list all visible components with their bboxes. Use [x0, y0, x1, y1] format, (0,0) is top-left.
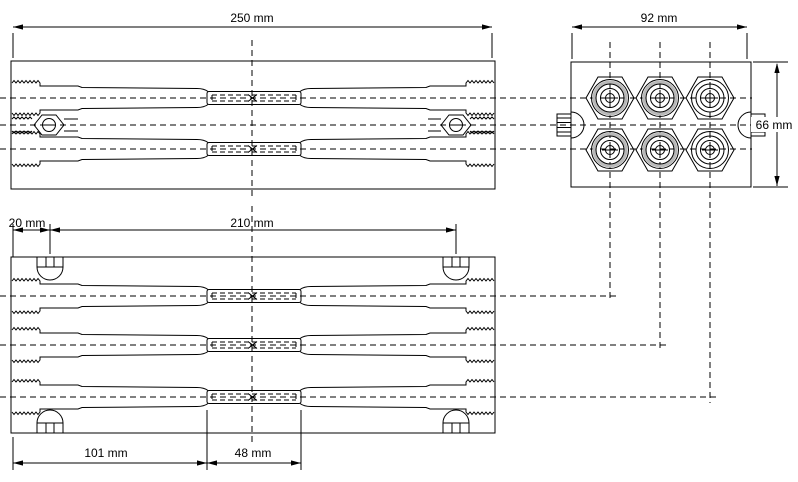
arrow-left-icon — [207, 460, 217, 466]
dimension-bolt-offset-and-spacing: 20 mm 210 mm — [9, 216, 457, 257]
arrow-right-icon — [40, 227, 50, 233]
arrow-left-icon — [13, 227, 23, 233]
dimension-total-length: 250 mm — [12, 11, 493, 58]
plan-view — [10, 256, 496, 434]
dim-label-gauge-length: 48 mm — [235, 446, 272, 460]
arrow-right-icon — [446, 227, 456, 233]
arrow-up-icon — [774, 63, 780, 73]
dim-label-end-width: 92 mm — [641, 11, 678, 25]
dome-bolt-top-right — [442, 256, 470, 281]
nut-shading — [592, 132, 628, 168]
dim-label-end-height: 66 mm — [756, 118, 793, 132]
side-view-body — [10, 60, 496, 190]
dome-bolt-bottom-left — [36, 409, 64, 434]
dimension-grip-and-gauge: 101 mm 48 mm — [12, 410, 302, 470]
arrow-right-icon — [291, 460, 301, 466]
dome-bolt-bottom-right — [442, 409, 470, 434]
dimension-end-height: 66 mm — [751, 61, 798, 188]
nut-shading — [642, 80, 678, 116]
nut-shading — [592, 80, 628, 116]
dim-label-bolt-spacing: 210 mm — [230, 216, 273, 230]
arrow-right-icon — [197, 460, 207, 466]
arrow-right-icon — [737, 24, 747, 30]
plan-view-body — [10, 256, 496, 434]
side-clamp-screw — [11, 114, 495, 136]
dome-bolt-top-left — [36, 256, 64, 281]
centerlines — [0, 40, 752, 442]
arrow-left-icon — [50, 227, 60, 233]
dimension-end-width: 92 mm — [571, 11, 748, 59]
arrow-right-icon — [482, 24, 492, 30]
arrow-left-icon — [13, 460, 23, 466]
arrow-left-icon — [572, 24, 582, 30]
arrow-down-icon — [774, 176, 780, 186]
dim-label-left-section: 101 mm — [84, 446, 127, 460]
dim-label-bolt-offset: 20 mm — [9, 216, 46, 230]
side-view — [10, 60, 496, 190]
nut-shading — [642, 132, 678, 168]
dim-label-total-length: 250 mm — [230, 11, 273, 25]
arrow-left-icon — [13, 24, 23, 30]
